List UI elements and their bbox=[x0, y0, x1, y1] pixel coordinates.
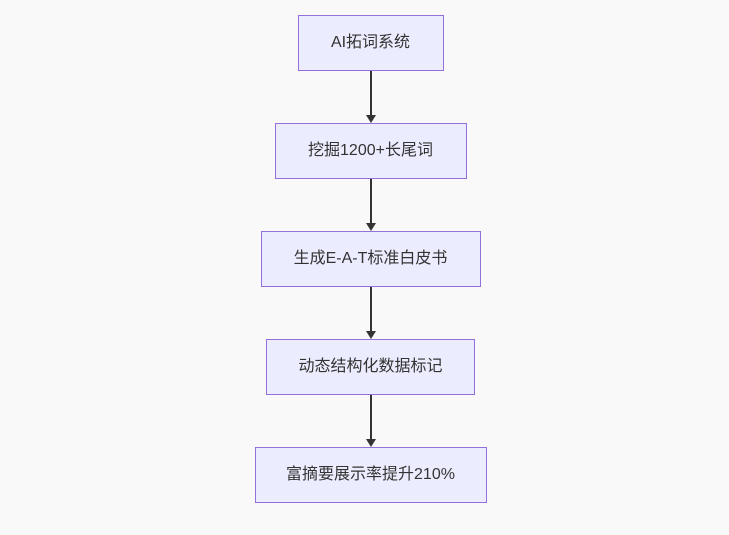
flowchart-node-longtail-words: 挖掘1200+长尾词 bbox=[274, 123, 467, 179]
flow-arrow bbox=[365, 71, 376, 123]
node-label: 动态结构化数据标记 bbox=[298, 358, 443, 375]
flow-arrow bbox=[365, 179, 376, 231]
node-label: 挖掘1200+长尾词 bbox=[308, 142, 433, 159]
flowchart-node-rich-snippet-rate: 富摘要展示率提升210% bbox=[254, 447, 487, 503]
flow-arrow bbox=[365, 395, 376, 447]
flowchart-node-structured-data: 动态结构化数据标记 bbox=[266, 339, 475, 395]
arrowhead-down-icon bbox=[365, 331, 376, 339]
arrow-line bbox=[369, 287, 372, 332]
arrow-line bbox=[369, 71, 372, 116]
arrow-line bbox=[369, 179, 372, 224]
arrowhead-down-icon bbox=[365, 223, 376, 231]
flowchart: AI拓词系统 挖掘1200+长尾词 生成E-A-T标准白皮书 动态结构化数据标记… bbox=[6, 15, 729, 503]
node-label: 生成E-A-T标准白皮书 bbox=[293, 250, 448, 267]
flowchart-node-ai-system: AI拓词系统 bbox=[297, 15, 444, 71]
flowchart-node-eat-whitepaper: 生成E-A-T标准白皮书 bbox=[260, 231, 481, 287]
flow-arrow bbox=[365, 287, 376, 339]
node-label: AI拓词系统 bbox=[330, 34, 411, 51]
arrow-line bbox=[369, 395, 372, 440]
node-label: 富摘要展示率提升210% bbox=[286, 466, 455, 483]
arrowhead-down-icon bbox=[365, 115, 376, 123]
arrowhead-down-icon bbox=[365, 439, 376, 447]
